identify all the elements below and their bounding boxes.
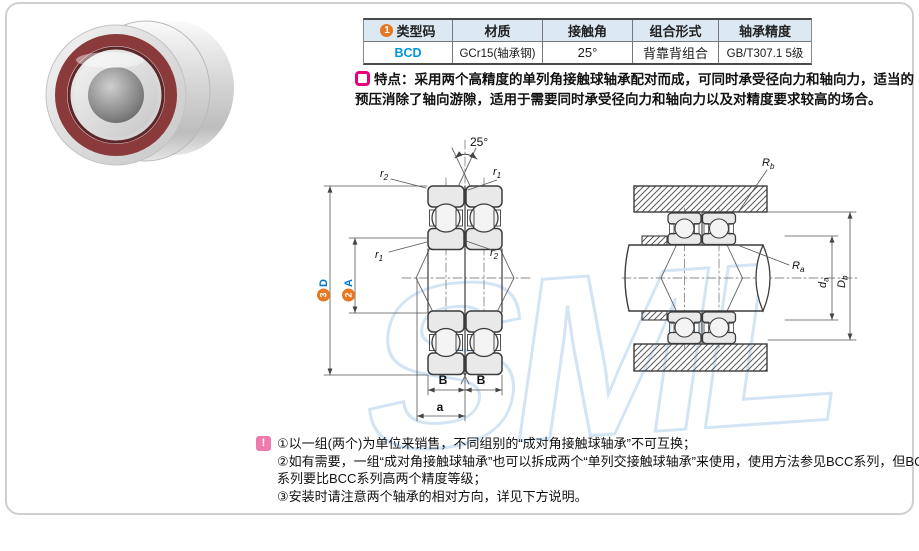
spec-table-data-row: BCD GCr15(轴承钢) 25° 背靠背组合 GB/T307.1 5级 bbox=[364, 42, 811, 63]
svg-text:2: 2 bbox=[344, 292, 354, 297]
housing-top bbox=[633, 185, 768, 213]
shaft-shoulder-top bbox=[641, 235, 668, 246]
header-type-code-label: 类型码 bbox=[396, 24, 436, 39]
note-line-3: ③安装时请注意两个轴承的相对方向，详见下方说明。 bbox=[277, 488, 588, 504]
features-paragraph: 特点：采用两个高精度的单列角接触球轴承配对而成，可同时承受径向力和轴向力，适当的… bbox=[355, 70, 915, 110]
r2-top-label: r2 bbox=[380, 168, 389, 182]
balls-bottom bbox=[431, 327, 499, 358]
figure-mounted-arrangement: Rb Ra da Db bbox=[621, 157, 859, 372]
header-precision: 轴承精度 bbox=[738, 24, 791, 39]
catalog-page: { "table": { "badge": "1", "headers": ["… bbox=[5, 2, 919, 515]
cell-contact-angle: 25° bbox=[543, 42, 633, 63]
svg-text:D: D bbox=[318, 279, 330, 287]
r2-bottom-label: r2 bbox=[490, 247, 499, 261]
balls-top bbox=[431, 203, 499, 233]
note-line-1: ①以一组(两个)为单位来销售，不同组别的“成对角接触球轴承”不可互换； bbox=[277, 436, 696, 451]
svg-text:da: da bbox=[817, 277, 831, 288]
svg-text:3: 3 bbox=[319, 292, 329, 297]
shaft-shoulder-bottom bbox=[641, 310, 668, 321]
Rb-label: Rb bbox=[762, 157, 775, 171]
shaft-break bbox=[755, 244, 771, 313]
bearing-photo-shapes bbox=[45, 20, 234, 166]
cell-type-code: BCD bbox=[364, 42, 453, 63]
r1-bottom-label: r1 bbox=[375, 249, 383, 263]
features-ring-icon bbox=[355, 71, 370, 86]
exclamation-icon: ! bbox=[256, 436, 271, 451]
svg-text:A: A bbox=[343, 279, 355, 287]
angle-arc bbox=[454, 151, 478, 160]
svg-text:Db: Db bbox=[836, 275, 850, 288]
dim-A-label: 2 A bbox=[342, 279, 355, 302]
cell-combination: 背靠背组合 bbox=[633, 42, 719, 63]
dimension-lines bbox=[323, 185, 503, 422]
bearing-photo bbox=[45, 20, 234, 166]
features-text: 采用两个高精度的单列角接触球轴承配对而成，可同时承受径向力和轴向力，适当的预压消… bbox=[355, 72, 914, 107]
header-type-code: 1 类型码 bbox=[364, 20, 453, 41]
cell-material: GCr15(轴承钢) bbox=[453, 42, 543, 63]
dim-D-label: 3 D bbox=[317, 279, 330, 302]
note-line-2: ②如有需要，一组“成对角接触球轴承”也可以拆成两个“单列交接触球轴承”来使用，使… bbox=[277, 453, 919, 487]
spec-table: 1 类型码 材质 接触角 组合形式 轴承精度 BCD GCr15(轴承钢) 25… bbox=[363, 18, 812, 65]
technical-drawing: 25° r2 r1 r1 r2 bbox=[317, 135, 859, 422]
cell-precision: GB/T307.1 5级 bbox=[726, 47, 804, 60]
Ra-label: Ra bbox=[792, 260, 805, 274]
spec-table-header-row: 1 类型码 材质 接触角 组合形式 轴承精度 bbox=[364, 20, 811, 42]
header-combination: 组合形式 bbox=[633, 20, 719, 41]
angle-label: 25° bbox=[470, 135, 488, 149]
dim-B-left: B bbox=[439, 373, 448, 387]
dim-a: a bbox=[437, 400, 444, 414]
circled-1-badge: 1 bbox=[380, 24, 394, 37]
figure-bearing-pair: 25° r2 r1 r1 r2 bbox=[317, 135, 531, 422]
dim-Db-label: Db bbox=[836, 275, 850, 288]
dim-da-label: da bbox=[817, 277, 831, 288]
dim-B-right: B bbox=[477, 373, 486, 387]
r1-top-label: r1 bbox=[493, 166, 501, 180]
housing-bottom bbox=[633, 343, 768, 372]
notes-block: ! ①以一组(两个)为单位来销售，不同组别的“成对角接触球轴承”不可互换； ②如… bbox=[256, 435, 919, 505]
header-contact-angle: 接触角 bbox=[543, 20, 633, 41]
header-material: 材质 bbox=[453, 20, 543, 41]
features-label: 特点： bbox=[374, 72, 415, 87]
